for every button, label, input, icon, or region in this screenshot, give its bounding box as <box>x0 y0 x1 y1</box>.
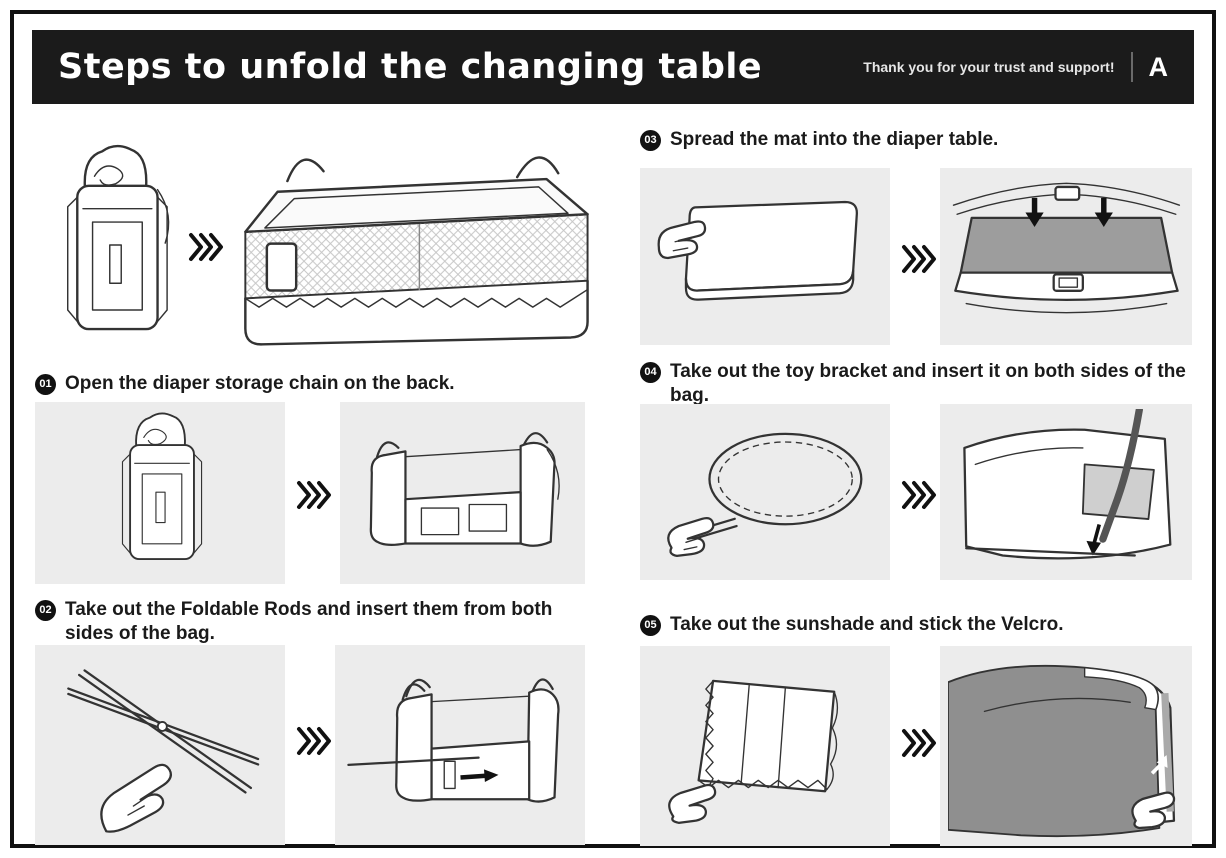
step-caption-text: Take out the sunshade and stick the Velc… <box>670 614 1064 635</box>
step-05-after-illustration <box>940 646 1192 846</box>
step-05-before-illustration <box>640 646 890 846</box>
thanks-text: Thank you for your trust and support! <box>863 59 1115 75</box>
step-number-badge: 04 <box>640 362 661 383</box>
step-04-caption: 04 Take out the toy bracket and insert i… <box>640 360 1200 409</box>
chevron-arrow-icon <box>296 480 332 515</box>
step-01-before-illustration <box>35 402 285 584</box>
step-caption-text: Take out the Foldable Rods and insert th… <box>65 599 553 645</box>
step-caption-text: Open the diaper storage chain on the bac… <box>65 373 455 394</box>
step-03-before-illustration <box>640 168 890 345</box>
step-02-after-illustration <box>335 645 585 845</box>
chevron-arrow-icon <box>296 726 332 761</box>
step-04-before-illustration <box>640 404 890 580</box>
step-number-badge: 03 <box>640 130 661 151</box>
step-caption-text: Spread the mat into the diaper table. <box>670 129 999 150</box>
chevron-arrow-icon <box>901 480 937 515</box>
step-caption-text: Take out the toy bracket and insert it o… <box>670 361 1186 407</box>
header-bar: Steps to unfold the changing table Thank… <box>32 30 1194 104</box>
chevron-arrow-icon <box>901 244 937 279</box>
version-label: A <box>1148 51 1169 82</box>
page-title: Steps to unfold the changing table <box>58 47 763 87</box>
chevron-arrow-icon <box>188 232 224 267</box>
step-04-after-illustration <box>940 404 1192 580</box>
step-03-caption: 03 Spread the mat into the diaper table. <box>640 128 1195 152</box>
overview-open-bag-illustration <box>232 138 597 358</box>
step-05-caption: 05 Take out the sunshade and stick the V… <box>640 613 1195 637</box>
step-02-before-illustration <box>35 645 285 845</box>
header-divider <box>1130 52 1133 82</box>
chevron-arrow-icon <box>901 728 937 763</box>
step-02-caption: 02 Take out the Foldable Rods and insert… <box>35 598 580 647</box>
step-number-badge: 01 <box>35 374 56 395</box>
step-number-badge: 02 <box>35 600 56 621</box>
step-03-after-illustration <box>940 168 1192 345</box>
header-right: Thank you for your trust and support! A <box>863 52 1168 83</box>
step-01-after-illustration <box>340 402 585 584</box>
overview-closed-bag-illustration <box>48 138 183 353</box>
step-number-badge: 05 <box>640 615 661 636</box>
step-01-caption: 01 Open the diaper storage chain on the … <box>35 372 595 396</box>
